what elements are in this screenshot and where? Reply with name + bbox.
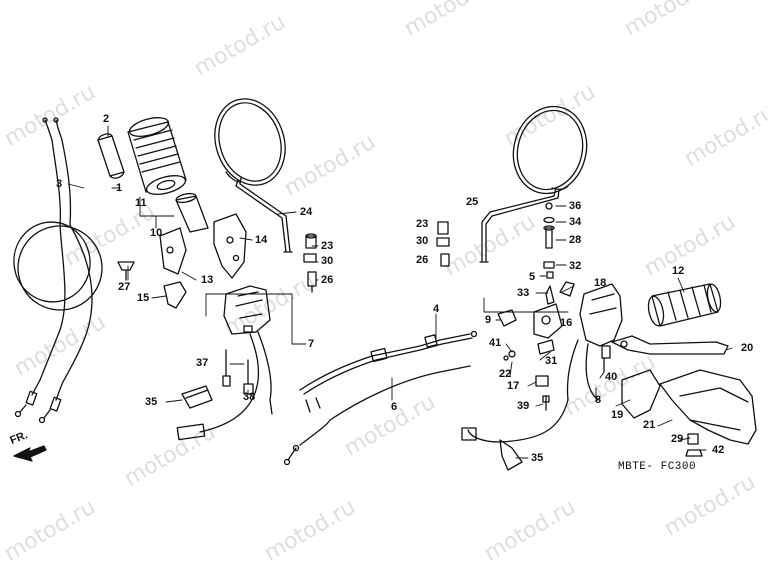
diagram-code: MBTE- FC300 [618,461,697,473]
callout-25: 25 [466,196,479,208]
clutch-cable [283,330,478,466]
callout-34: 34 [569,216,582,228]
callout-39: 39 [517,400,530,412]
callout-17: 17 [507,380,520,392]
callout-1: 1 [116,182,123,194]
callout-2: 2 [103,113,110,125]
throttle-cables [13,117,103,424]
throttle-grip-assembly [97,117,209,233]
callout-15: 15 [137,292,150,304]
callout-32: 32 [569,260,582,272]
left-mirror [214,98,293,253]
callout-20: 20 [741,342,754,354]
throttle-housing [117,213,247,309]
callout-21: 21 [643,419,656,431]
callout-35-left: 35 [145,396,158,408]
callout-29: 29 [671,433,684,445]
callout-18: 18 [594,277,607,289]
callout-26-left: 26 [321,274,334,286]
right-grip [647,283,722,327]
callout-23-left: 23 [321,240,334,252]
right-mirror [479,105,588,263]
callout-16: 16 [560,317,573,329]
mirror-hardware-left [303,233,317,293]
callout-31: 31 [545,355,558,367]
callout-42: 42 [712,444,725,456]
callout-13: 13 [201,274,214,286]
callout-6: 6 [391,401,398,413]
left-switch-assembly [176,285,273,441]
callout-11: 11 [135,197,147,209]
callout-7: 7 [308,338,315,350]
callout-22: 22 [499,368,512,380]
callout-27: 27 [118,281,131,293]
callout-5: 5 [529,271,536,283]
callout-9: 9 [485,314,492,326]
callout-19: 19 [611,409,624,421]
callout-35-right: 35 [531,452,544,464]
callout-4: 4 [433,303,440,315]
right-switch-assembly [461,281,623,471]
hand-guard [621,369,757,457]
callout-3: 3 [56,178,63,190]
mirror-hardware-right [436,202,555,305]
callout-26-right: 26 [416,254,429,266]
callout-38: 38 [243,391,256,403]
front-arrow-icon [13,445,47,462]
callout-23-right: 23 [416,218,429,230]
brake-lever [611,335,729,355]
callout-41: 41 [489,337,502,349]
callout-10: 10 [150,227,163,239]
callout-33: 33 [517,287,530,299]
callout-30-left: 30 [321,255,334,267]
callout-28: 28 [569,234,582,246]
callout-37: 37 [196,357,209,369]
callout-30-right: 30 [416,235,429,247]
leader-lines [67,125,733,459]
callout-8: 8 [595,394,602,406]
callout-12: 12 [672,265,685,277]
callout-24: 24 [300,206,313,218]
callout-14: 14 [255,234,268,246]
callout-36: 36 [569,200,582,212]
callout-40: 40 [605,371,618,383]
